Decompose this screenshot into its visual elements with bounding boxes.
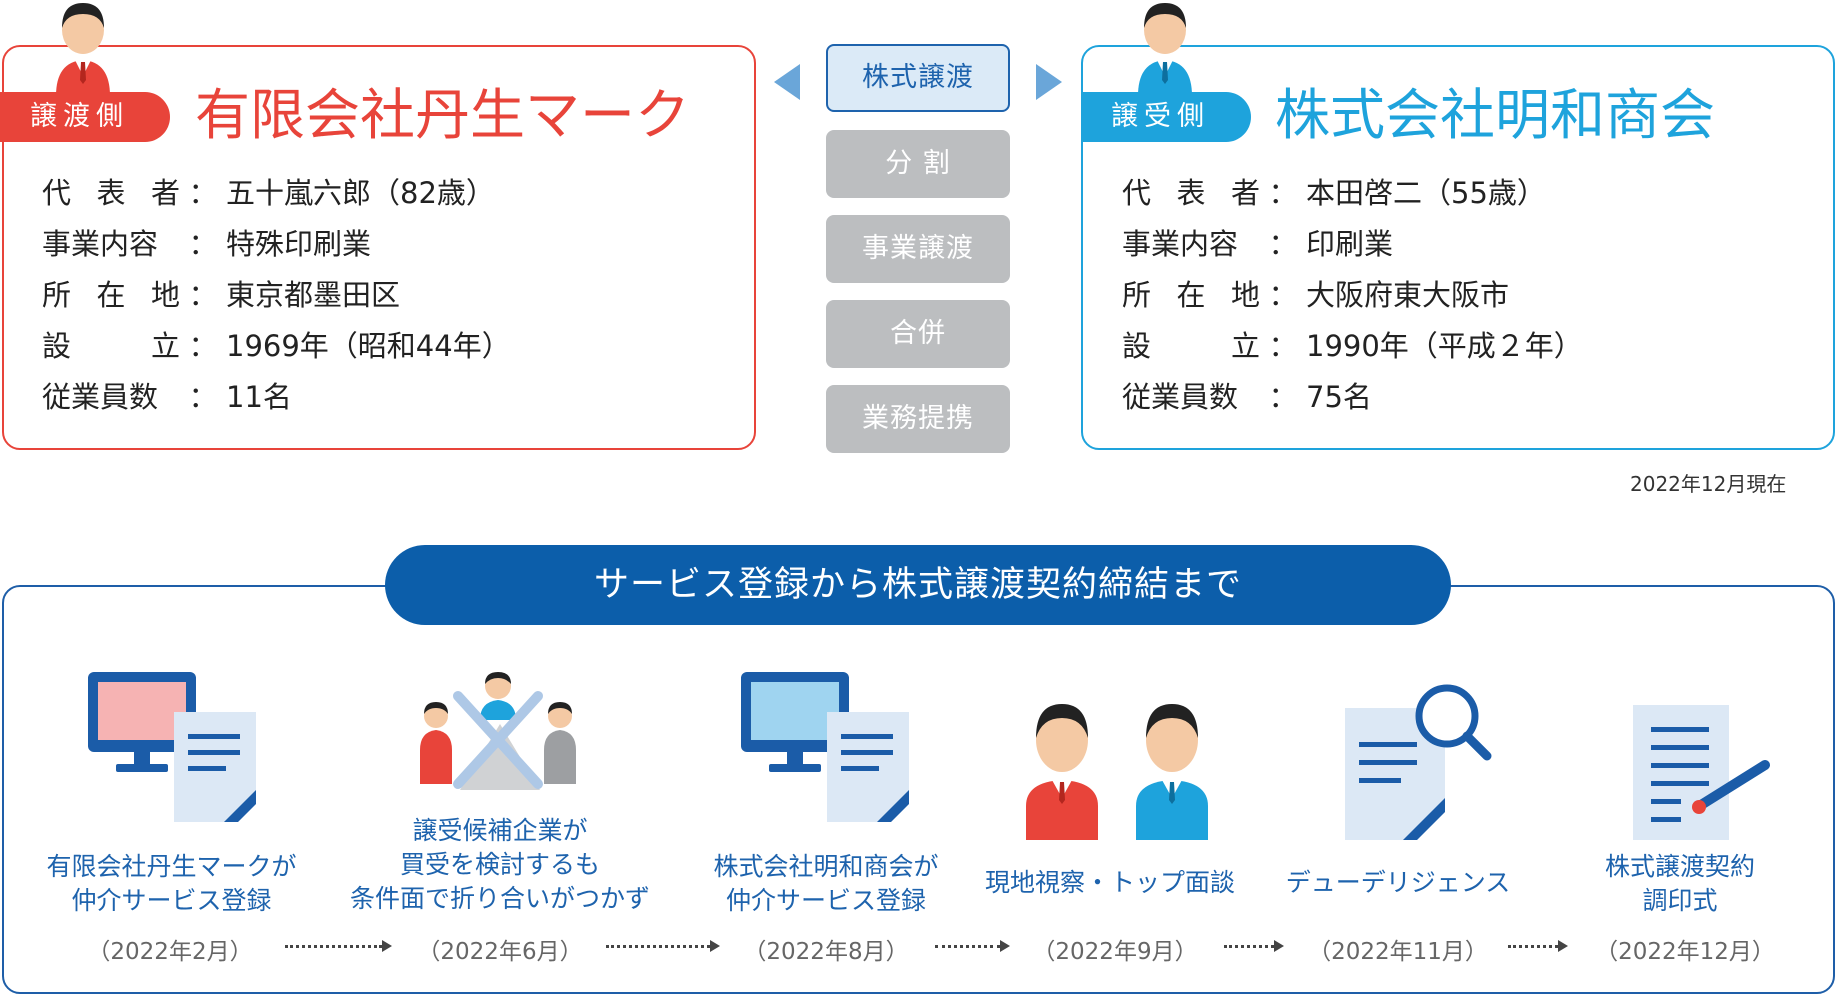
seller-location-value: 東京都墨田区 bbox=[226, 277, 401, 312]
flow-connector bbox=[1224, 945, 1274, 948]
monitor-document-icon bbox=[88, 672, 256, 822]
step-1-label: 有限会社丹生マークが 仲介サービス登録 bbox=[40, 850, 303, 918]
step-5-line-1: デューデリジェンス bbox=[1285, 868, 1511, 897]
info-colon: ： bbox=[1268, 379, 1298, 414]
seller-employees-value: 11名 bbox=[226, 379, 292, 414]
type-business-transfer: 事業譲渡 bbox=[826, 215, 1010, 283]
magnifier-document-icon bbox=[1345, 684, 1492, 840]
step-6-line-1: 株式譲渡契約 bbox=[1604, 852, 1755, 881]
info-colon: ： bbox=[188, 175, 218, 210]
step-6-date: （2022年12月） bbox=[1595, 939, 1775, 965]
buyer-info-list: 代表者 ： 本田啓二（55歳） 事業内容 ： 印刷業 所在地 ： 大阪府東大阪市… bbox=[1122, 165, 1583, 420]
buyer-location-row: 所在地 ： 大阪府東大阪市 bbox=[1122, 267, 1583, 318]
arrowhead-icon bbox=[1000, 940, 1010, 952]
flow-connector bbox=[285, 945, 382, 948]
info-label: 設立 bbox=[1122, 328, 1260, 363]
buyer-side-tag: 譲受側 bbox=[1081, 92, 1251, 142]
seller-founded-row: 設立 ： 1969年（昭和44年） bbox=[42, 318, 511, 369]
type-merger: 合併 bbox=[826, 300, 1010, 368]
step-2-line-2: 買受を検討するも bbox=[399, 850, 600, 879]
buyer-business-value: 印刷業 bbox=[1306, 226, 1394, 261]
seller-business-row: 事業内容 ： 特殊印刷業 bbox=[42, 216, 511, 267]
step-1-line-1: 有限会社丹生マークが bbox=[46, 852, 297, 881]
step-4-line-1: 現地視察・トップ面談 bbox=[984, 868, 1235, 897]
flow-title: サービス登録から株式譲渡契約締結まで bbox=[385, 545, 1451, 625]
buyer-representative-value: 本田啓二（55歳） bbox=[1306, 175, 1546, 210]
seller-info-list: 代表者 ： 五十嵐六郎（82歳） 事業内容 ： 特殊印刷業 所在地 ： 東京都墨… bbox=[42, 165, 511, 420]
failed-meeting-icon bbox=[420, 672, 576, 790]
step-4-label: 現地視察・トップ面談 bbox=[980, 866, 1240, 900]
step-5-label: デューデリジェンス bbox=[1268, 866, 1528, 900]
flow-section bbox=[2, 585, 1835, 994]
two-people-icon bbox=[1026, 704, 1208, 840]
info-label: 代表者 bbox=[1122, 175, 1260, 210]
seller-founded-value: 1969年（昭和44年） bbox=[226, 328, 511, 363]
info-label: 設立 bbox=[42, 328, 180, 363]
info-label: 事業内容 bbox=[42, 226, 159, 261]
step-4-date: （2022年9月） bbox=[1032, 939, 1198, 965]
flow-connector bbox=[1508, 945, 1558, 948]
step-2-line-3: 条件面で折り合いがつかず bbox=[349, 884, 650, 913]
step-6-label: 株式譲渡契約 調印式 bbox=[1560, 850, 1800, 918]
type-stock-transfer: 株式譲渡 bbox=[826, 44, 1010, 112]
arrowhead-icon bbox=[1274, 940, 1284, 952]
info-label: 所在地 bbox=[1122, 277, 1260, 312]
step-3-line-2: 仲介サービス登録 bbox=[725, 886, 926, 915]
flow-connector bbox=[606, 945, 710, 948]
buyer-founded-row: 設立 ： 1990年（平成２年） bbox=[1122, 318, 1583, 369]
seller-representative-value: 五十嵐六郎（82歳） bbox=[226, 175, 495, 210]
info-colon: ： bbox=[188, 328, 218, 363]
info-label: 従業員数 bbox=[42, 379, 159, 414]
type-alliance: 業務提携 bbox=[826, 385, 1010, 453]
flow-connector bbox=[935, 945, 1000, 948]
seller-company-name: 有限会社丹生マーク bbox=[195, 83, 691, 147]
arrowhead-icon bbox=[382, 940, 392, 952]
seller-representative-row: 代表者 ： 五十嵐六郎（82歳） bbox=[42, 165, 511, 216]
info-colon: ： bbox=[188, 226, 218, 261]
buyer-founded-value: 1990年（平成２年） bbox=[1306, 328, 1583, 363]
seller-side-tag: 譲渡側 bbox=[0, 92, 170, 142]
monitor-document-icon bbox=[741, 672, 909, 822]
arrow-right-icon bbox=[1036, 64, 1062, 100]
info-label: 代表者 bbox=[42, 175, 180, 210]
step-2-line-1: 譲受候補企業が bbox=[412, 816, 588, 845]
step-6-line-2: 調印式 bbox=[1642, 886, 1718, 915]
info-label: 所在地 bbox=[42, 277, 180, 312]
buyer-representative-row: 代表者 ： 本田啓二（55歳） bbox=[1122, 165, 1583, 216]
buyer-business-row: 事業内容 ： 印刷業 bbox=[1122, 216, 1583, 267]
as-of-date: 2022年12月現在 bbox=[1630, 472, 1787, 496]
info-colon: ： bbox=[188, 277, 218, 312]
step-3-label: 株式会社明和商会が 仲介サービス登録 bbox=[696, 850, 956, 918]
contract-pen-icon bbox=[1633, 705, 1770, 840]
step-2-label: 譲受候補企業が 買受を検討するも 条件面で折り合いがつかず bbox=[343, 814, 657, 916]
step-5-date: （2022年11月） bbox=[1308, 939, 1488, 965]
type-split: 分 割 bbox=[826, 130, 1010, 198]
info-colon: ： bbox=[1268, 328, 1298, 363]
step-2-date: （2022年6月） bbox=[417, 939, 583, 965]
step-1-date: （2022年2月） bbox=[87, 939, 253, 965]
buyer-person-icon bbox=[1138, 3, 1192, 96]
info-label: 事業内容 bbox=[1122, 226, 1239, 261]
seller-person-icon bbox=[56, 3, 110, 96]
buyer-employees-row: 従業員数 ： 75名 bbox=[1122, 369, 1583, 420]
info-colon: ： bbox=[1268, 277, 1298, 312]
seller-location-row: 所在地 ： 東京都墨田区 bbox=[42, 267, 511, 318]
arrowhead-icon bbox=[1558, 940, 1568, 952]
step-3-line-1: 株式会社明和商会が bbox=[713, 852, 939, 881]
arrowhead-icon bbox=[710, 940, 720, 952]
arrow-left-icon bbox=[774, 64, 800, 100]
buyer-employees-value: 75名 bbox=[1306, 379, 1372, 414]
buyer-location-value: 大阪府東大阪市 bbox=[1306, 277, 1510, 312]
info-colon: ： bbox=[1268, 226, 1298, 261]
buyer-company-name: 株式会社明和商会 bbox=[1275, 83, 1716, 147]
step-1-line-2: 仲介サービス登録 bbox=[71, 886, 272, 915]
info-label: 従業員数 bbox=[1122, 379, 1239, 414]
info-colon: ： bbox=[1268, 175, 1298, 210]
seller-employees-row: 従業員数 ： 11名 bbox=[42, 369, 511, 420]
seller-business-value: 特殊印刷業 bbox=[226, 226, 372, 261]
step-3-date: （2022年8月） bbox=[743, 939, 909, 965]
info-colon: ： bbox=[188, 379, 218, 414]
